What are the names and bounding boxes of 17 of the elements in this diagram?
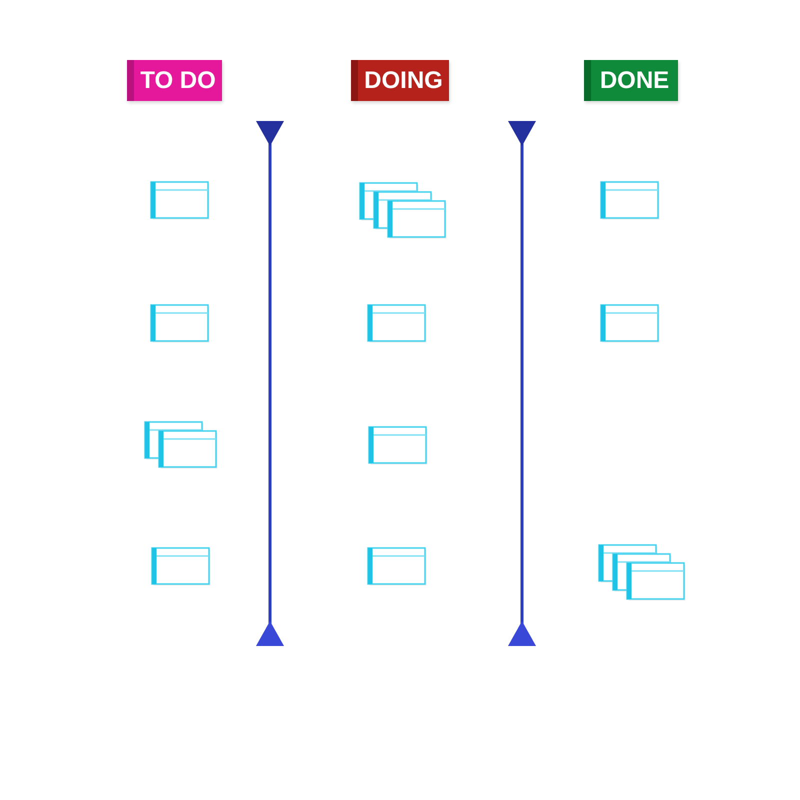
column-header (351, 60, 449, 101)
header-label: TO DO (140, 66, 216, 94)
card-stack (359, 182, 447, 239)
column-header (127, 60, 222, 101)
card-pocket (368, 426, 428, 465)
header-label: DONE (600, 66, 670, 94)
card-pocket (151, 547, 211, 586)
card-stack (598, 544, 686, 601)
card-pocket (600, 181, 660, 220)
card-pocket (367, 547, 427, 586)
card-pocket (150, 181, 210, 220)
card-pocket (600, 304, 660, 343)
card-pocket (150, 304, 210, 343)
card-stack (144, 421, 218, 469)
column-header (584, 60, 678, 101)
header-label: DOING (364, 66, 443, 94)
card-pocket (367, 304, 427, 343)
